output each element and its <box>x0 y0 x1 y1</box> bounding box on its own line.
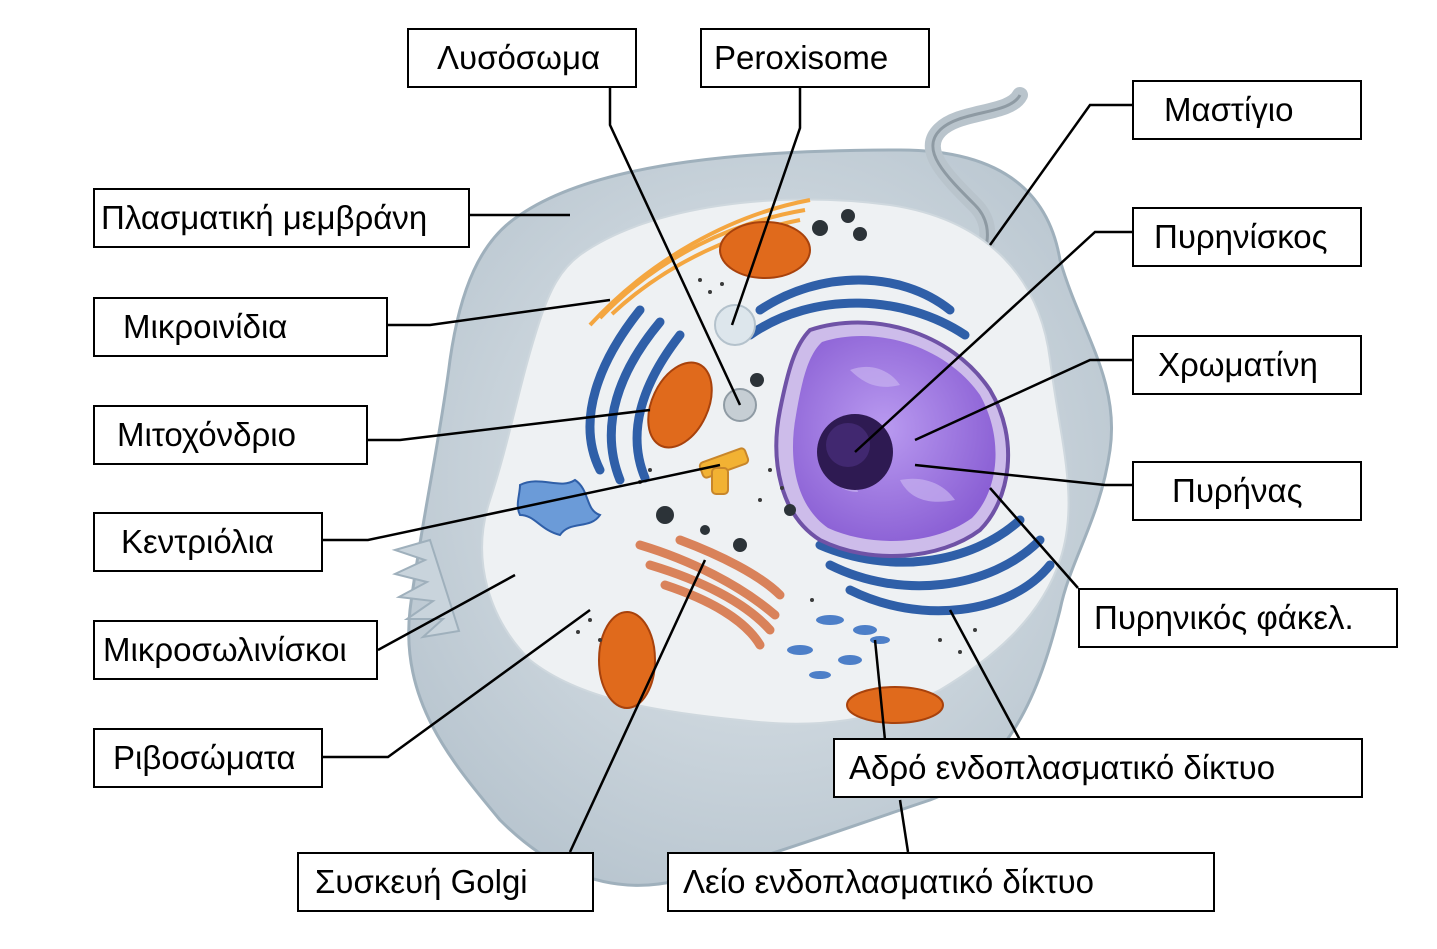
label-nucleus: Πυρήνας <box>1132 461 1362 521</box>
label-plasma-membrane-text: Πλασματική μεμβράνη <box>101 199 428 236</box>
label-chromatin: Χρωματίνη <box>1132 335 1362 395</box>
label-nucleolus: Πυρηνίσκος <box>1132 207 1362 267</box>
label-microfilaments-text: Μικροινίδια <box>123 308 288 345</box>
label-mitochondrion-text: Μιτοχόνδριο <box>117 416 296 453</box>
label-mitochondrion: Μιτοχόνδριο <box>93 405 368 465</box>
label-golgi: Συσκευή Golgi <box>297 852 594 912</box>
label-flagellum-text: Μαστίγιο <box>1164 91 1294 128</box>
label-nucleolus-text: Πυρηνίσκος <box>1154 218 1328 255</box>
label-plasma-membrane: Πλασματική μεμβράνη <box>93 188 470 248</box>
label-microtubules: Μικροσωλινίσκοι <box>93 620 378 680</box>
label-flagellum: Μαστίγιο <box>1132 80 1362 140</box>
mitochondria-shapes <box>598 221 944 724</box>
label-lysosome-text: Λυσόσωμα <box>437 39 601 76</box>
label-chromatin-text: Χρωματίνη <box>1158 346 1318 383</box>
centriole-shapes <box>698 447 750 495</box>
label-rough-er: Αδρό ενδοπλασματικό δίκτυο <box>833 738 1363 798</box>
label-nucleus-text: Πυρήνας <box>1172 472 1303 509</box>
golgi-shape <box>635 535 785 650</box>
label-ribosomes: Ριβοσώματα <box>93 728 323 788</box>
vesicles <box>656 209 867 552</box>
label-nuclear-envelope: Πυρηνικός φάκελ. <box>1078 588 1398 648</box>
label-smooth-er: Λείο ενδοπλασματικό δίκτυο <box>667 852 1215 912</box>
rough-er-shapes <box>585 275 1055 616</box>
label-peroxisome: Peroxisome <box>700 28 930 88</box>
label-microtubules-text: Μικροσωλινίσκοι <box>103 631 347 668</box>
label-peroxisome-text: Peroxisome <box>714 39 889 76</box>
label-centrioles: Κεντριόλια <box>93 512 323 572</box>
label-microfilaments: Μικροινίδια <box>93 297 388 357</box>
label-golgi-text: Συσκευή Golgi <box>315 863 528 900</box>
label-smooth-er-text: Λείο ενδοπλασματικό δίκτυο <box>683 863 1095 900</box>
label-nuclear-envelope-text: Πυρηνικός φάκελ. <box>1094 599 1354 636</box>
label-centrioles-text: Κεντριόλια <box>121 523 274 560</box>
label-ribosomes-text: Ριβοσώματα <box>113 739 296 776</box>
leader-lines <box>322 88 1132 853</box>
cell-projections <box>391 538 461 639</box>
label-rough-er-text: Αδρό ενδοπλασματικό δίκτυο <box>849 749 1276 786</box>
smooth-er-vesicles <box>787 615 890 679</box>
label-lysosome: Λυσόσωμα <box>407 28 637 88</box>
peroxisome-shape <box>714 304 756 346</box>
